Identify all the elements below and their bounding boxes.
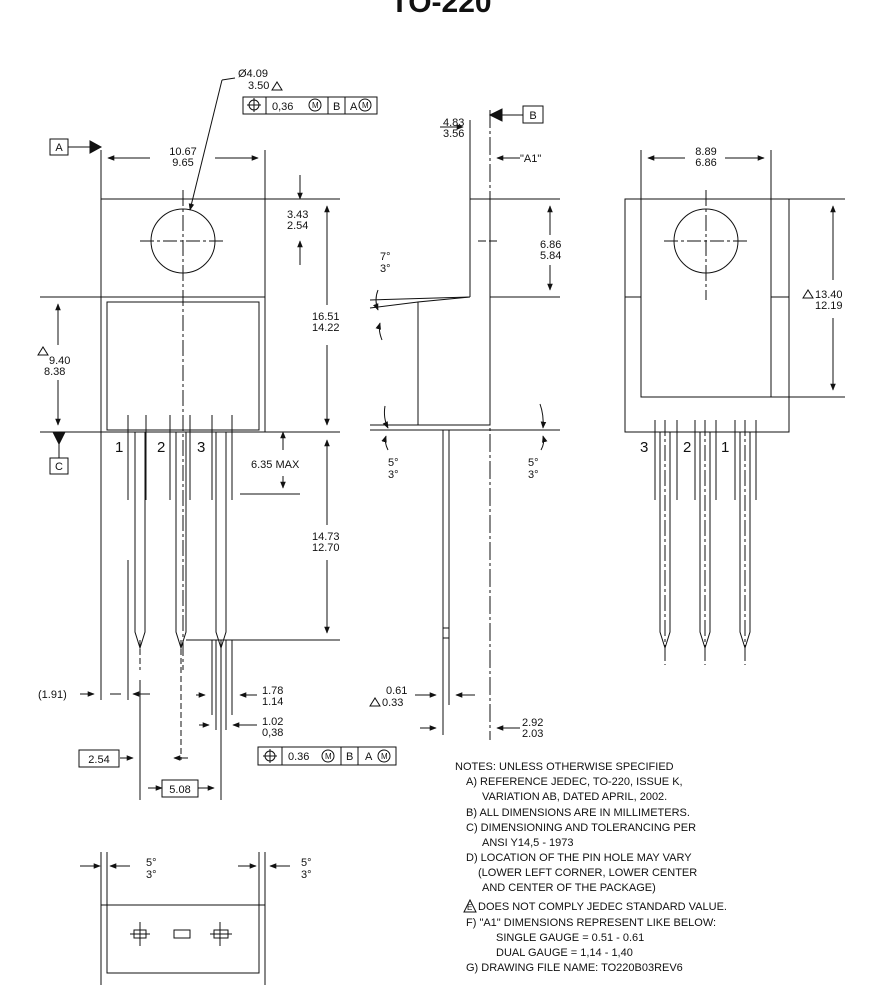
- bottom-draft-right-min: 3°: [301, 869, 312, 881]
- back-width-max: 8.89: [695, 146, 716, 158]
- lead-tip-max: 1.02: [262, 716, 283, 728]
- pitch-box: [78, 749, 120, 768]
- offset-min: 2.03: [522, 728, 543, 740]
- body-height-min: 8.38: [44, 366, 65, 378]
- span-box: [161, 779, 199, 798]
- hole-fcf-mod: M: [312, 101, 319, 110]
- lead-length-min: 12.70: [312, 542, 340, 554]
- note-b: B) ALL DIMENSIONS ARE IN MILLIMETERS.: [466, 807, 690, 819]
- front-labels: A C Ø4.09 3.50 0,36 M B A M 10.67 9.65 3…: [38, 68, 388, 796]
- note-c-line1: C) DIMENSIONING AND TOLERANCING PER: [466, 822, 696, 834]
- note-d-line2: (LOWER LEFT CORNER, LOWER CENTER: [478, 867, 697, 879]
- flat-min: 5.84: [540, 250, 561, 262]
- pin-2-label: 2: [157, 439, 165, 456]
- back-height-max: 13.40: [815, 289, 843, 301]
- note-a-line1: A) REFERENCE JEDEC, TO-220, ISSUE K,: [466, 776, 683, 788]
- back-pin-2-label: 2: [683, 439, 691, 456]
- lead-width-min: 1.14: [262, 696, 283, 708]
- a1-label: "A1": [520, 153, 541, 165]
- notes-block: NOTES: UNLESS OTHERWISE SPECIFIED A) REF…: [455, 761, 727, 974]
- datum-c-label: C: [55, 461, 63, 473]
- height-max: 16.51: [312, 311, 340, 323]
- bottom-outline: [106, 904, 260, 974]
- hole-fcf-tol: 0,36: [272, 101, 293, 113]
- shoulder-max: 6.35 MAX: [251, 459, 300, 471]
- drawing-title: TO-220: [390, 0, 491, 19]
- hole-center-max: 3.43: [287, 209, 308, 221]
- hole-fcf-datum-a: A: [350, 101, 358, 113]
- bottom-view: [80, 852, 290, 985]
- lead-fcf-mod2: M: [381, 752, 388, 761]
- back-view: [624, 150, 845, 665]
- flat-max: 6.86: [540, 239, 561, 251]
- tab-min: 3.56: [443, 128, 464, 140]
- bottom-draft-left-min: 3°: [146, 869, 157, 881]
- back-pin-1-label: 1: [721, 439, 729, 456]
- bottom-draft-left-max: 5°: [146, 857, 157, 869]
- front-view: [37, 77, 397, 800]
- hole-fcf-datum-b: B: [333, 101, 340, 113]
- front-leads: [127, 415, 240, 800]
- lead-length-max: 14.73: [312, 531, 340, 543]
- draft-top-min: 3°: [380, 263, 391, 275]
- lead-fcf-frame: [257, 746, 397, 766]
- datum-a-label: A: [55, 142, 63, 154]
- back-height-min: 12.19: [815, 300, 843, 312]
- note-f-dual: DUAL GAUGE = 1,14 - 1,40: [496, 947, 633, 959]
- lead-offset: (1.91): [38, 689, 67, 701]
- draft-right-min: 3°: [528, 469, 539, 481]
- width-min: 9.65: [172, 157, 193, 169]
- lead-fcf-datum-a: A: [365, 751, 373, 763]
- lead-tip-min: 0,38: [262, 727, 283, 739]
- note-f: F) "A1" DIMENSIONS REPRESENT LIKE BELOW:: [466, 917, 716, 929]
- tab-max: 4.83: [443, 117, 464, 129]
- span-value: 5.08: [169, 784, 190, 796]
- back-tab-outline: [624, 198, 790, 433]
- back-width-min: 6.86: [695, 157, 716, 169]
- lead-fcf-datum-b: B: [346, 751, 353, 763]
- hole-fcf-frame: [242, 96, 378, 115]
- body-height-max: 9.40: [49, 355, 70, 367]
- width-max: 10.67: [169, 146, 197, 158]
- lead-fcf-mod: M: [325, 752, 332, 761]
- lead-thk-min: 0.33: [382, 697, 403, 709]
- lead-fcf-tol: 0.36: [288, 751, 309, 763]
- offset-max: 2.92: [522, 717, 543, 729]
- lead-width-max: 1.78: [262, 685, 283, 697]
- note-d-line1: D) LOCATION OF THE PIN HOLE MAY VARY: [466, 852, 692, 864]
- note-g: G) DRAWING FILE NAME: TO220B03REV6: [466, 962, 683, 974]
- bottom-draft-right-max: 5°: [301, 857, 312, 869]
- pitch-value: 2.54: [88, 754, 109, 766]
- pin-1-label: 1: [115, 439, 123, 456]
- height-min: 14.22: [312, 322, 340, 334]
- back-pin-3-label: 3: [640, 439, 648, 456]
- hole-fcf-mod2: M: [362, 101, 369, 110]
- notes-heading: NOTES: UNLESS OTHERWISE SPECIFIED: [455, 761, 674, 773]
- hole-center-min: 2.54: [287, 220, 308, 232]
- note-e: DOES NOT COMPLY JEDEC STANDARD VALUE.: [478, 901, 727, 913]
- back-labels: 8.89 6.86 13.40 12.19 3 2 1: [640, 146, 843, 456]
- draft-top-max: 7°: [380, 251, 391, 263]
- hole-dia-min: 3.50: [248, 80, 269, 92]
- note-c-line2: ANSI Y14,5 - 1973: [482, 837, 574, 849]
- datum-b-label: B: [529, 110, 536, 122]
- side-view: [369, 105, 560, 740]
- note-e-marker: E: [467, 903, 472, 912]
- note-a-line2: VARIATION AB, DATED APRIL, 2002.: [482, 791, 667, 803]
- pin-3-label: 3: [197, 439, 205, 456]
- note-d-line3: AND CENTER OF THE PACKAGE): [482, 882, 656, 894]
- draft-left-max: 5°: [388, 457, 399, 469]
- hole-dia-max: Ø4.09: [238, 68, 268, 80]
- draft-left-min: 3°: [388, 469, 399, 481]
- side-labels: B 4.83 3.56 "A1" 6.86 5.84 7° 3° 5° 3° 5…: [369, 110, 561, 740]
- note-f-single: SINGLE GAUGE = 0.51 - 0.61: [496, 932, 644, 944]
- lead-thk-max: 0.61: [386, 685, 407, 697]
- bottom-labels: 5° 3° 5° 3°: [146, 857, 312, 881]
- draft-right-max: 5°: [528, 457, 539, 469]
